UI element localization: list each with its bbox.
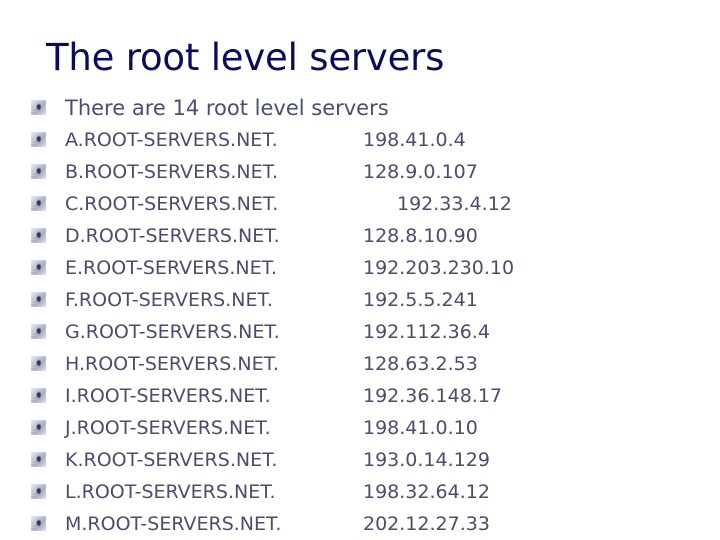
server-row-text: C.ROOT-SERVERS.NET. 192.33.4.12 <box>31 188 720 220</box>
server-row-text: B.ROOT-SERVERS.NET. 128.9.0.107 <box>31 156 720 188</box>
server-row-text: G.ROOT-SERVERS.NET. 192.112.36.4 <box>31 316 720 348</box>
server-row-text: H.ROOT-SERVERS.NET. 128.63.2.53 <box>31 348 720 380</box>
server-row-text: L.ROOT-SERVERS.NET. 198.32.64.12 <box>31 476 720 508</box>
list-item: H.ROOT-SERVERS.NET. 128.63.2.53 <box>0 348 720 380</box>
square-bullet-icon <box>31 260 46 275</box>
list-item: F.ROOT-SERVERS.NET. 192.5.5.241 <box>0 284 720 316</box>
server-ip-address: 198.41.0.4 <box>363 129 466 151</box>
server-ip-address: 192.36.148.17 <box>363 385 503 407</box>
server-ip-address: 128.8.10.90 <box>363 225 478 247</box>
server-hostname: A.ROOT-SERVERS.NET. <box>65 129 278 151</box>
server-hostname: F.ROOT-SERVERS.NET. <box>65 289 273 311</box>
square-bullet-icon <box>31 228 46 243</box>
server-hostname: B.ROOT-SERVERS.NET. <box>65 161 279 183</box>
server-hostname: G.ROOT-SERVERS.NET. <box>65 321 280 343</box>
list-item: J.ROOT-SERVERS.NET. 198.41.0.10 <box>0 412 720 444</box>
square-bullet-icon <box>31 292 46 307</box>
server-ip-address: 192.5.5.241 <box>363 289 478 311</box>
server-row-text: M.ROOT-SERVERS.NET. 202.12.27.33 <box>31 508 720 540</box>
server-ip-address: 193.0.14.129 <box>363 449 490 471</box>
server-row-text: A.ROOT-SERVERS.NET. 198.41.0.4 <box>31 124 720 156</box>
list-item: G.ROOT-SERVERS.NET. 192.112.36.4 <box>0 316 720 348</box>
server-row-text: D.ROOT-SERVERS.NET. 128.8.10.90 <box>31 220 720 252</box>
square-bullet-icon <box>31 164 46 179</box>
server-row-text: E.ROOT-SERVERS.NET. 192.203.230.10 <box>31 252 720 284</box>
square-bullet-icon <box>31 420 46 435</box>
square-bullet-icon <box>31 356 46 371</box>
square-bullet-icon <box>31 100 46 115</box>
square-bullet-icon <box>31 132 46 147</box>
server-ip-address: 128.9.0.107 <box>363 161 478 183</box>
server-hostname: I.ROOT-SERVERS.NET. <box>65 385 271 407</box>
square-bullet-icon <box>31 516 46 531</box>
server-ip-address: 198.32.64.12 <box>363 481 490 503</box>
list-item: D.ROOT-SERVERS.NET. 128.8.10.90 <box>0 220 720 252</box>
server-ip-address: 128.63.2.53 <box>363 353 478 375</box>
server-ip-address: 192.203.230.10 <box>363 257 515 279</box>
square-bullet-icon <box>31 452 46 467</box>
square-bullet-icon <box>31 324 46 339</box>
list-item: E.ROOT-SERVERS.NET. 192.203.230.10 <box>0 252 720 284</box>
server-ip-address: 192.112.36.4 <box>363 321 490 343</box>
square-bullet-icon <box>31 484 46 499</box>
list-item-intro: There are 14 root level servers <box>0 92 720 124</box>
server-hostname: C.ROOT-SERVERS.NET. <box>65 193 279 215</box>
server-row-text: F.ROOT-SERVERS.NET. 192.5.5.241 <box>31 284 720 316</box>
square-bullet-icon <box>31 388 46 403</box>
server-hostname: E.ROOT-SERVERS.NET. <box>65 257 278 279</box>
server-hostname: D.ROOT-SERVERS.NET. <box>65 225 280 247</box>
server-hostname: J.ROOT-SERVERS.NET. <box>65 417 271 439</box>
list-item: A.ROOT-SERVERS.NET. 198.41.0.4 <box>0 124 720 156</box>
list-item: I.ROOT-SERVERS.NET. 192.36.148.17 <box>0 380 720 412</box>
intro-text: There are 14 root level servers <box>65 96 389 120</box>
list-item: K.ROOT-SERVERS.NET. 193.0.14.129 <box>0 444 720 476</box>
server-ip-address: 198.41.0.10 <box>363 417 478 439</box>
root-server-list: There are 14 root level servers A.ROOT-S… <box>0 92 720 540</box>
server-row-text: I.ROOT-SERVERS.NET. 192.36.148.17 <box>31 380 720 412</box>
list-item: L.ROOT-SERVERS.NET. 198.32.64.12 <box>0 476 720 508</box>
page-title: The root level servers <box>46 36 445 79</box>
server-ip-address: 192.33.4.12 <box>397 193 512 215</box>
server-hostname: K.ROOT-SERVERS.NET. <box>65 449 278 471</box>
server-hostname: L.ROOT-SERVERS.NET. <box>65 481 276 503</box>
server-row-text: J.ROOT-SERVERS.NET. 198.41.0.10 <box>31 412 720 444</box>
server-hostname: H.ROOT-SERVERS.NET. <box>65 353 279 375</box>
list-item: B.ROOT-SERVERS.NET. 128.9.0.107 <box>0 156 720 188</box>
list-item: C.ROOT-SERVERS.NET. 192.33.4.12 <box>0 188 720 220</box>
server-row-text: K.ROOT-SERVERS.NET. 193.0.14.129 <box>31 444 720 476</box>
square-bullet-icon <box>31 196 46 211</box>
server-hostname: M.ROOT-SERVERS.NET. <box>65 513 282 535</box>
list-item: M.ROOT-SERVERS.NET. 202.12.27.33 <box>0 508 720 540</box>
server-ip-address: 202.12.27.33 <box>363 513 490 535</box>
